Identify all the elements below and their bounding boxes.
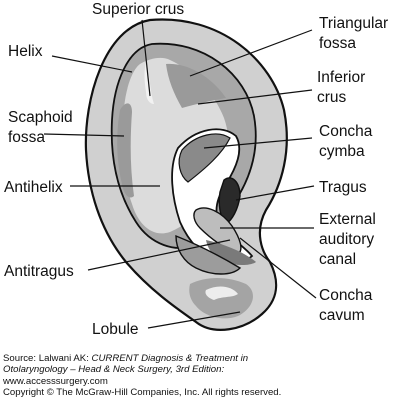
leader-triangular-fossa (189, 29, 313, 77)
superior-crus-highlight (144, 62, 154, 104)
tragus-shape (218, 177, 241, 225)
lobule-highlight (205, 286, 238, 300)
label-superior-crus: Superior crus (92, 1, 184, 18)
label-lobule: Lobule (92, 321, 139, 338)
lobule-shape (189, 278, 253, 319)
leader-concha-cavum (239, 237, 317, 299)
caption-line-1: Source: Lalwani AK: CURRENT Diagnosis & … (3, 353, 401, 364)
leader-scaphoid-fossa (43, 133, 125, 137)
leader-tragus (235, 185, 315, 201)
label-antihelix: Antihelix (4, 179, 63, 196)
caption-source-title-2: Otolaryngology – Head & Neck Surgery, 3r… (3, 364, 225, 376)
antitragus-shape (175, 234, 242, 275)
leader-antitragus (87, 239, 231, 271)
leader-lobule (147, 311, 241, 329)
label-antitragus: Antitragus (4, 263, 74, 280)
caption-source-prefix: Source: Lalwani AK: (3, 353, 92, 364)
caption-source-title-1: CURRENT Diagnosis & Treatment in (91, 353, 249, 364)
caption-copyright: Copyright © The McGraw-Hill Companies, I… (3, 387, 282, 399)
leader-helix (51, 55, 133, 73)
leader-lines (43, 19, 317, 329)
leader-concha-cymba (203, 137, 313, 149)
triangular-fossa-shape (166, 63, 226, 108)
leader-superior-crus (141, 19, 151, 97)
caption-url: www.accesssurgery.com (3, 375, 108, 387)
concha-cymba-shape (178, 133, 231, 183)
leader-inferior-crus (197, 89, 313, 105)
label-tragus: Tragus (319, 179, 367, 196)
label-helix: Helix (8, 43, 43, 60)
figure-caption: Source: Lalwani AK: CURRENT Diagnosis & … (3, 353, 401, 399)
scaphoid-fossa-strip (117, 103, 134, 198)
